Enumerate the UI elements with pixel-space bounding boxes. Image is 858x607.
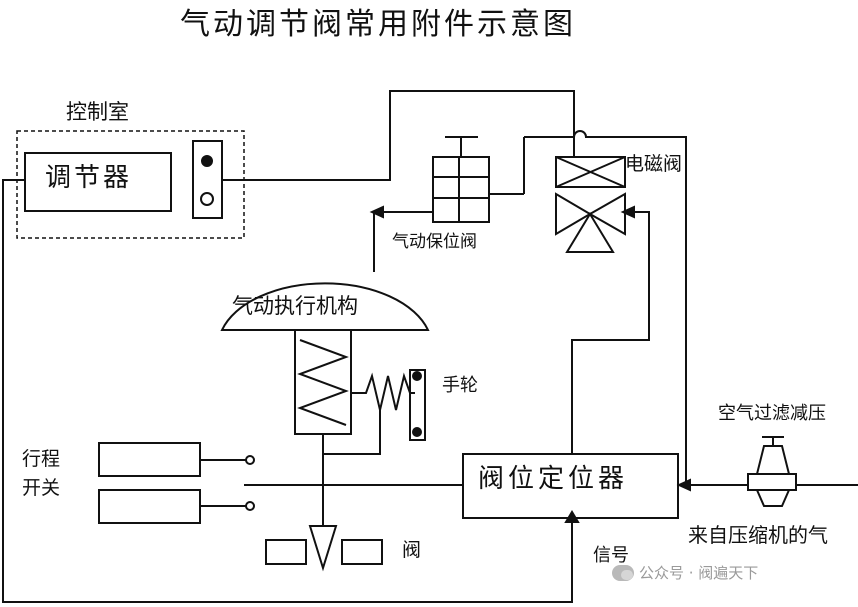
indicator-lamp-off [200, 192, 214, 206]
limit-switch-upper-terminal [245, 455, 255, 465]
solenoid-arrow [620, 205, 635, 219]
positioner-supply-arrow [676, 478, 691, 492]
control-room-label: 控制室 [66, 100, 129, 124]
handwheel-bar [409, 369, 426, 441]
actuator-spring [297, 339, 349, 426]
handwheel-link [323, 410, 381, 455]
solenoid-signal-line [222, 90, 575, 181]
lock-valve-body [432, 156, 490, 223]
lock-valve-label: 气动保位阀 [392, 232, 477, 252]
filter-body [747, 473, 797, 491]
solenoid-port-left [555, 192, 592, 236]
compressor-source-label: 来自压缩机的气 [688, 523, 828, 547]
watermark-text: 公众号 · 阀遍天下 [639, 564, 759, 582]
positioner-to-solenoid-line [571, 211, 650, 454]
wechat-icon [612, 564, 634, 581]
solenoid-valve-label: 电磁阀 [625, 153, 683, 175]
filter-bonnet [755, 445, 791, 475]
positioner-label: 阀位定位器 [478, 464, 629, 494]
valve-plug [308, 525, 338, 572]
limit-switch-lower-terminal [245, 501, 255, 511]
lock-arrow [369, 205, 384, 219]
handwheel-pin-top [412, 371, 422, 381]
diagram-title: 气动调节阀常用附件示意图 [180, 7, 576, 42]
filter-bowl [755, 489, 791, 507]
valve-seat-right [341, 539, 383, 565]
solenoid-port-right [587, 192, 626, 236]
solenoid-port-bottom [565, 212, 615, 253]
regulator-signal-line [2, 179, 573, 603]
watermark: 公众号 · 阀遍天下 [612, 562, 758, 583]
actuator-label: 气动执行机构 [232, 294, 358, 318]
limit-switch-label-line2: 开关 [22, 477, 61, 499]
signal-label: 信号 [593, 545, 629, 566]
solenoid-coil-x2 [555, 156, 626, 188]
handwheel-spring [351, 372, 415, 411]
regulator-label: 调节器 [45, 163, 133, 193]
valve-label: 阀 [402, 539, 422, 561]
regulator-box [24, 152, 172, 212]
handwheel-label: 手轮 [442, 375, 478, 396]
control-room-box [16, 130, 245, 239]
indicator-panel [192, 140, 223, 219]
air-filter-label: 空气过滤减压 [718, 403, 826, 424]
actuator-dome [220, 282, 430, 331]
limit-switch-lower [98, 489, 201, 524]
handwheel-pin-bottom [412, 427, 422, 437]
limit-switch-label-line1: 行程 [22, 448, 61, 470]
indicator-lamp-on [201, 155, 213, 167]
valve-seat-left [265, 539, 307, 565]
solenoid-coil [555, 156, 626, 188]
limit-switch-upper [98, 442, 201, 477]
supply-line-upper [524, 130, 687, 482]
